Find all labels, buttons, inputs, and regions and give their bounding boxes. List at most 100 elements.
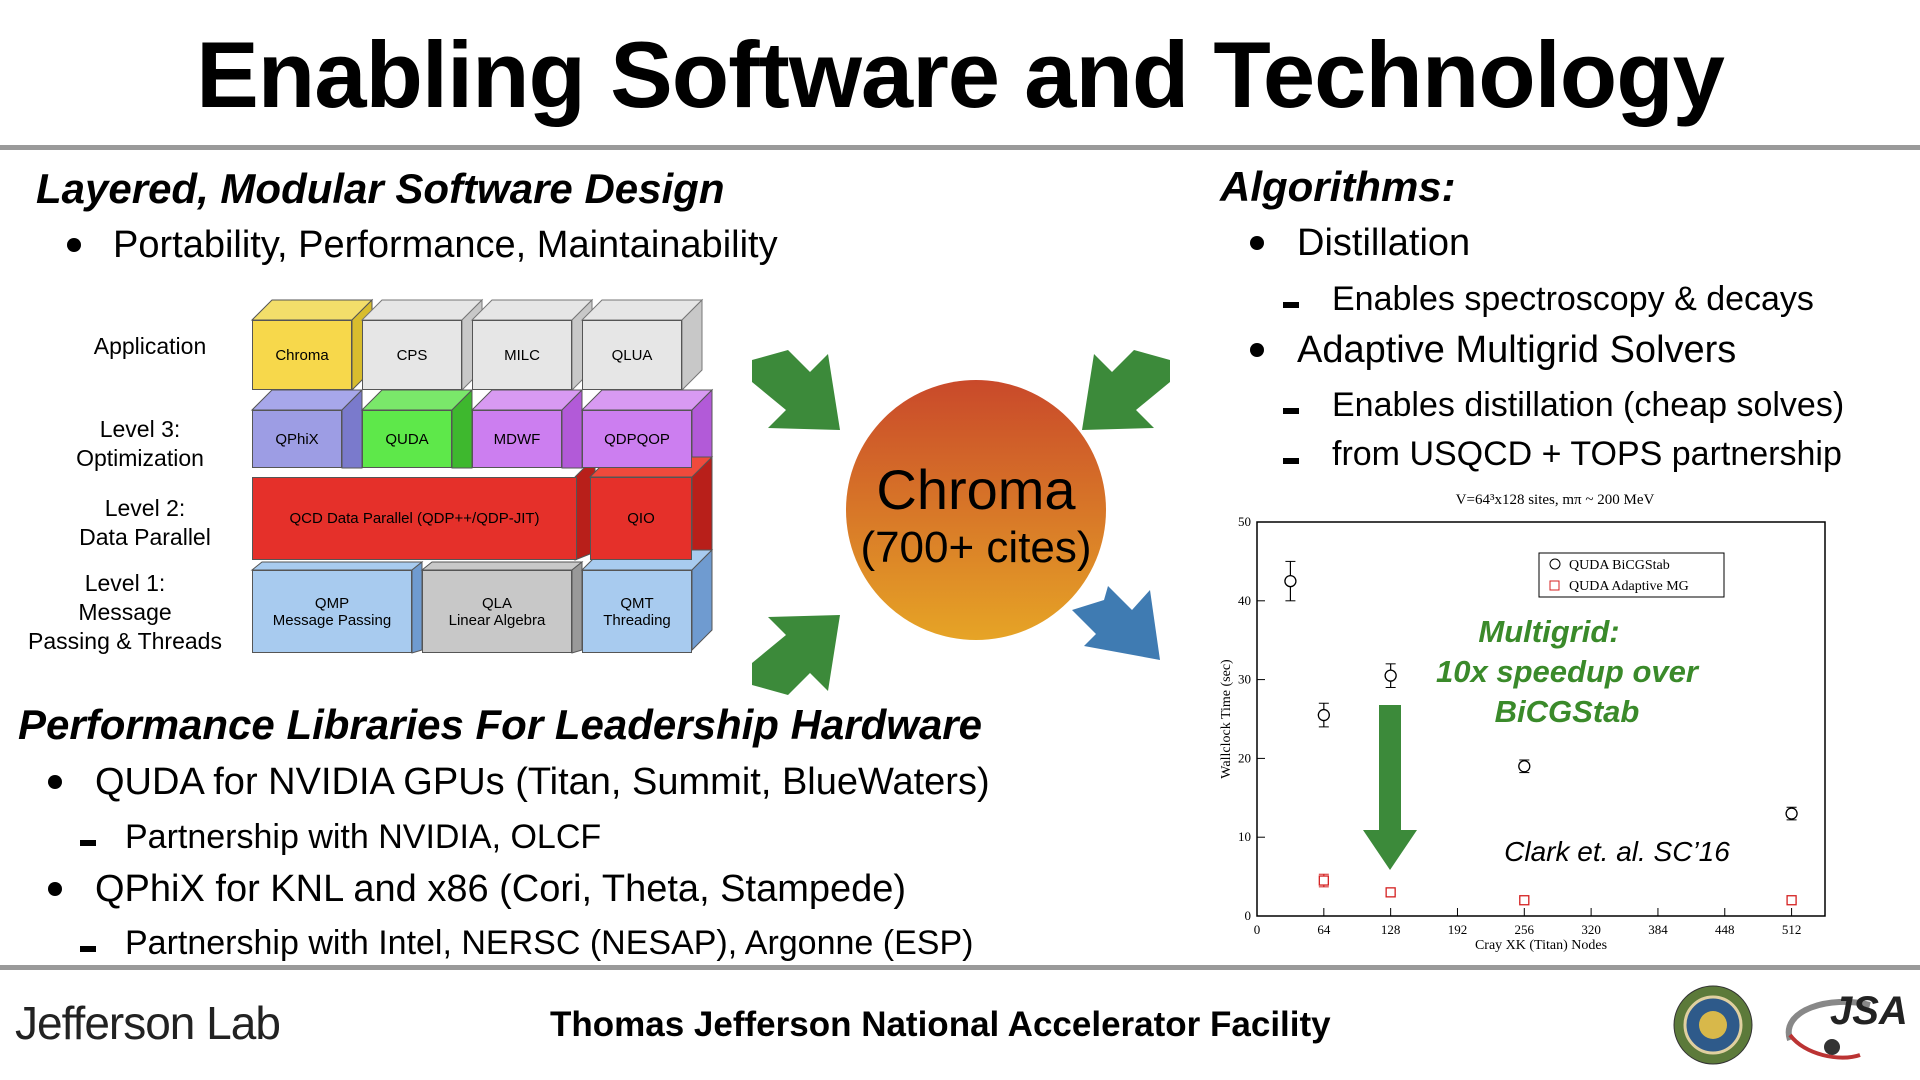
x-axis-label: Cray XK (Titan) Nodes: [1475, 938, 1607, 953]
qmt-box: QMT Threading: [582, 570, 692, 653]
data-point-adaptive-mg: [1318, 875, 1329, 886]
data-point-bicgstab: [1317, 708, 1330, 722]
center-graphic: [752, 350, 1170, 695]
legend-marker-bicgstab: [1549, 558, 1561, 570]
level1-line2: Message: [78, 599, 172, 625]
level3-line2: Optimization: [76, 445, 204, 471]
legend-marker-mg: [1549, 580, 1560, 591]
bullet-dot: [48, 882, 62, 896]
x-tick-label: 320: [1581, 922, 1601, 937]
qio-box: QIO: [590, 477, 692, 560]
bullet-dash: [1283, 408, 1299, 414]
bullet-dash: [1283, 302, 1299, 308]
level2-line1: Level 2:: [104, 495, 186, 521]
level3-label: Level 3: Optimization: [55, 415, 225, 473]
sub-bullet-spectroscopy: Enables spectroscopy & decays: [1332, 280, 1814, 318]
page-title: Enabling Software and Technology: [196, 22, 1725, 127]
bullet-dash: [80, 946, 96, 952]
x-tick-label: 256: [1515, 922, 1535, 937]
bullet-distillation: Distillation: [1297, 222, 1471, 264]
legend: QUDA BiCGStab QUDA Adaptive MG: [1538, 552, 1725, 598]
chroma-cites: (700+ cites): [860, 523, 1092, 572]
bullet-multigrid: Adaptive Multigrid Solvers: [1297, 329, 1737, 371]
bullet-dot: [1250, 343, 1264, 357]
qdp-box: QCD Data Parallel (QDP++/QDP-JIT): [252, 477, 577, 560]
plot-frame: [1256, 521, 1826, 917]
level1-line3: Passing & Threads: [28, 628, 222, 654]
level-application-label: Application: [93, 333, 207, 359]
x-tick-label: 192: [1448, 922, 1468, 937]
chart-title: V=64³x128 sites, mπ ~ 200 MeV: [1456, 492, 1655, 508]
x-tick-label: 384: [1648, 922, 1668, 937]
bullet-dot: [1250, 236, 1264, 250]
legend-box: [1538, 552, 1725, 598]
layered-design-heading: Layered, Modular Software Design: [36, 165, 725, 212]
bullet-dash: [80, 840, 96, 846]
footer-title: Thomas Jefferson National Accelerator Fa…: [550, 1005, 1331, 1044]
level3-line1: Level 3:: [99, 416, 181, 442]
sub-bullet-usqcd: from USQCD + TOPS partnership: [1332, 435, 1842, 473]
qla-line2: Linear Algebra: [448, 611, 546, 629]
bullet-qphix: QPhiX for KNL and x86 (Cori, Theta, Stam…: [95, 868, 907, 910]
mdwf-box: MDWF: [472, 410, 562, 468]
data-point-bicgstab: [1518, 760, 1531, 773]
y-tick-label: 40: [1238, 593, 1251, 608]
legend-label-bicgstab: QUDA BiCGStab: [1569, 558, 1670, 573]
row2-3d: [250, 388, 714, 469]
data-point-adaptive-mg: [1385, 887, 1396, 898]
performance-libraries-heading: Performance Libraries For Leadership Har…: [18, 701, 983, 748]
legend-label-mg: QUDA Adaptive MG: [1569, 579, 1689, 594]
arrow-green-topleft: [752, 350, 840, 430]
data-point-bicgstab: [1384, 669, 1397, 682]
sub-bullet-intel: Partnership with Intel, NERSC (NESAP), A…: [125, 924, 974, 962]
annotation-line3: BiCGStab: [1495, 694, 1640, 729]
y-axis-label: Wallclock Time (sec): [1219, 659, 1234, 779]
jsa-logo: JSA: [1785, 989, 1908, 1060]
sub-bullet-nvidia: Partnership with NVIDIA, OLCF: [125, 818, 602, 856]
doe-seal: [1673, 985, 1753, 1065]
data-point-adaptive-mg: [1519, 895, 1530, 906]
y-tick-label: 30: [1238, 672, 1251, 687]
arrow-blue-bottomright: [1072, 586, 1160, 660]
qla-line1: QLA: [481, 594, 512, 612]
citation: Clark et. al. SC’16: [1504, 836, 1730, 867]
qmp-line1: QMP: [314, 594, 350, 612]
bullet-dot: [67, 238, 81, 252]
y-tick-label: 0: [1245, 908, 1252, 923]
bottom-divider: [0, 965, 1920, 970]
bullet-portability: Portability, Performance, Maintainabilit…: [113, 224, 778, 266]
data-point-bicgstab: [1284, 574, 1297, 588]
chroma-box: Chroma: [252, 320, 352, 390]
qphix-box: QPhiX: [252, 410, 342, 468]
level1-line1: Level 1:: [84, 570, 166, 596]
qla-box: QLA Linear Algebra: [422, 570, 572, 653]
algorithms-heading: Algorithms:: [1220, 163, 1456, 210]
arrow-green-topright: [1082, 350, 1170, 430]
qlua-box: QLUA: [582, 320, 682, 390]
qmt-line2: Threading: [603, 611, 671, 629]
x-tick-label: 0: [1254, 922, 1261, 937]
jefferson-lab-logo: Jefferson Lab: [15, 997, 281, 1049]
software-stack-diagram: [250, 298, 714, 654]
x-tick-label: 64: [1317, 922, 1331, 937]
data-point-adaptive-mg: [1786, 895, 1797, 906]
qmp-box: QMP Message Passing: [252, 570, 412, 653]
data-point-bicgstab: [1785, 807, 1798, 820]
y-tick-label: 20: [1238, 750, 1251, 765]
milc-box: MILC: [472, 320, 572, 390]
qmp-line2: Message Passing: [272, 611, 392, 629]
x-tick-label: 128: [1381, 922, 1401, 937]
bullet-dash: [1283, 458, 1299, 464]
chroma-label: Chroma: [876, 458, 1076, 521]
sub-bullet-cheap-solves: Enables distillation (cheap solves): [1332, 386, 1845, 424]
bullet-dot: [48, 775, 62, 789]
annotation-line2: 10x speedup over: [1436, 654, 1700, 689]
chroma-circle: [846, 380, 1106, 640]
quda-box: QUDA: [362, 410, 452, 468]
y-tick-label: 50: [1238, 514, 1251, 529]
qdpqop-box: QDPQOP: [582, 410, 692, 468]
speedup-down-arrow: [1363, 705, 1417, 870]
x-tick-label: 512: [1782, 922, 1802, 937]
bullet-quda: QUDA for NVIDIA GPUs (Titan, Summit, Blu…: [95, 761, 990, 803]
x-tick-label: 448: [1715, 922, 1735, 937]
